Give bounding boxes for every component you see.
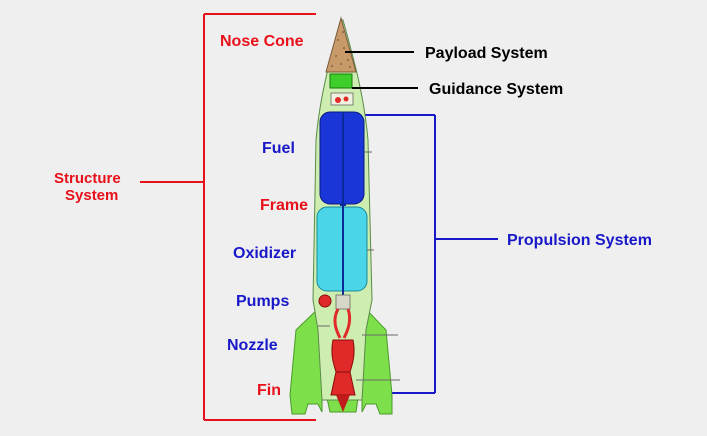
payload-system-label: Payload System xyxy=(425,45,548,62)
fin-label: Fin xyxy=(257,382,281,399)
nose-cone-shape xyxy=(325,16,357,73)
nozzle-shape xyxy=(330,371,356,396)
structure-bracket xyxy=(140,13,316,421)
nozzle-label: Nozzle xyxy=(227,337,278,354)
oxidizer-label: Oxidizer xyxy=(233,245,296,262)
frame-label: Frame xyxy=(260,197,308,214)
right-fin xyxy=(361,303,393,415)
pump-turbine xyxy=(318,294,332,308)
fuel-label: Fuel xyxy=(262,140,295,157)
combustion-chamber xyxy=(331,339,355,373)
guidance-system-label: Guidance System xyxy=(429,81,563,98)
pumps-label: Pumps xyxy=(236,293,289,310)
left-fin xyxy=(289,303,323,415)
propulsion-system-label: Propulsion System xyxy=(507,232,652,249)
structure-system-label-line1: Structure xyxy=(54,170,121,187)
rocket xyxy=(289,16,400,415)
payload-block xyxy=(329,73,353,89)
nose-cone-label: Nose Cone xyxy=(220,33,304,50)
guidance-block xyxy=(330,92,354,106)
structure-system-label-line2: System xyxy=(65,187,118,204)
